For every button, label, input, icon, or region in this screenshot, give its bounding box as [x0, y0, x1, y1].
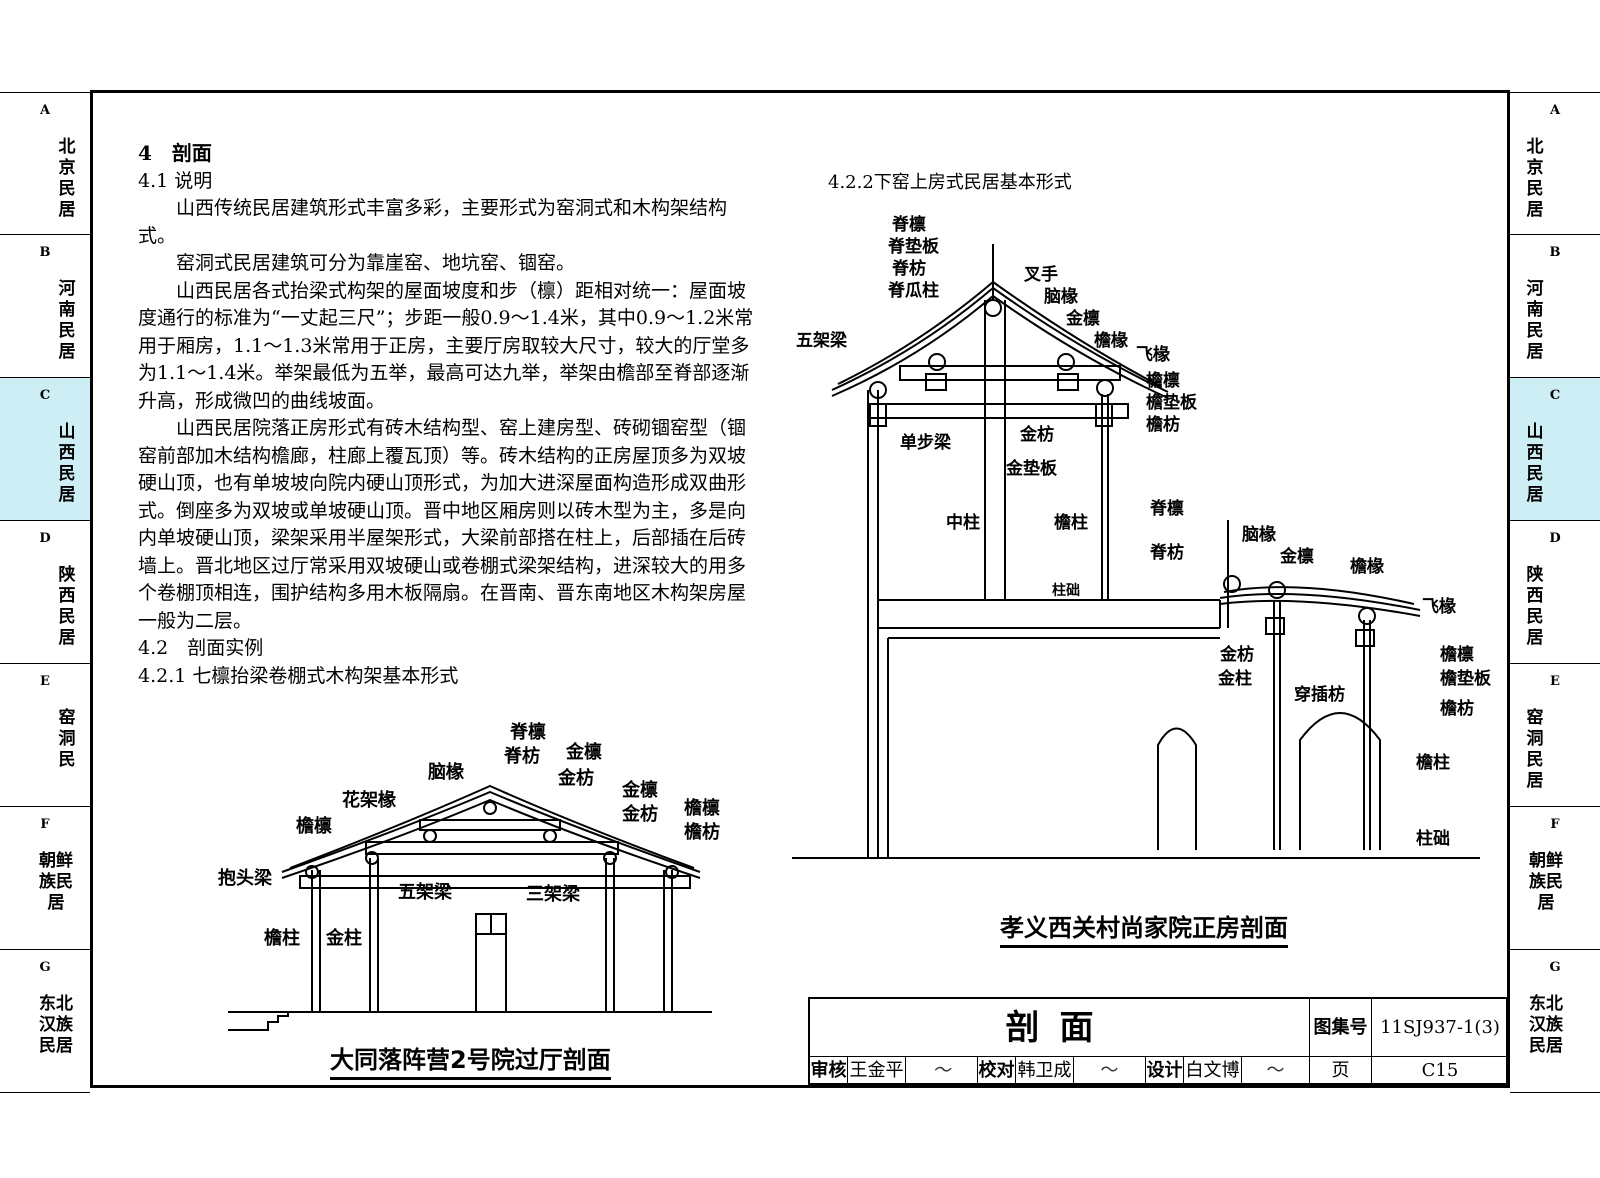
subsection-4-2-2: 4.2.2下窑上房式民居基本形式 — [828, 172, 1072, 193]
fig2-label: 五架梁 — [796, 331, 847, 351]
fig2-label: 金柱 — [1218, 669, 1252, 689]
designer-signature: 〜 — [1242, 1057, 1310, 1085]
fig2-label: 檐垫板 — [1146, 393, 1197, 413]
subsection-4-1: 4.1 说明 — [138, 169, 213, 192]
fig2-label: 脑椽 — [1242, 525, 1276, 545]
fig1-label: 檐檩 — [296, 816, 332, 837]
paragraph-4: 山西民居院落正房形式有砖木结构型、窑上建房型、砖砌锢窑型（锢窑前部加木结构檐廊，… — [138, 417, 747, 632]
fig2-label: 飞椽 — [1422, 597, 1456, 617]
fig1-label: 脊檩 — [510, 722, 546, 743]
page-label: 页 — [1310, 1057, 1372, 1085]
check-label: 校对 — [978, 1057, 1016, 1085]
fig2-label: 脊檩 — [892, 215, 926, 235]
fig1-label: 抱头梁 — [218, 868, 272, 889]
fig2-label: 金枋 — [1020, 425, 1054, 445]
title-block: 剖面 图集号 11SJ937-1(3) 审核 王金平 〜 校对 韩卫成 〜 设计… — [808, 997, 1508, 1085]
section-heading: 4 剖面 — [138, 141, 212, 165]
checker-signature: 〜 — [1074, 1057, 1146, 1085]
drawing-frame — [90, 90, 1510, 1088]
fig1-drawing — [228, 784, 712, 1031]
drawing-title: 剖面 — [810, 999, 1310, 1057]
atlas-number: 11SJ937-1(3) — [1372, 999, 1508, 1057]
reviewer-name: 王金平 — [848, 1057, 906, 1085]
fig2-label: 檐柱 — [1416, 753, 1450, 773]
reviewer-signature: 〜 — [906, 1057, 978, 1085]
fig1-label: 五架梁 — [398, 882, 452, 903]
fig2-label: 单步梁 — [900, 433, 951, 453]
fig2-label: 飞椽 — [1136, 345, 1170, 365]
fig2-label: 檐垫板 — [1440, 669, 1491, 689]
fig2-label: 脊檩 — [1150, 499, 1184, 519]
fig1-label: 花架椽 — [342, 790, 396, 811]
fig2-label: 柱础 — [1416, 829, 1450, 849]
atlas-label: 图集号 — [1310, 999, 1372, 1057]
fig2-label: 中柱 — [946, 513, 980, 533]
subsection-4-2-1: 4.2.1 七檩抬梁卷棚式木构架基本形式 — [138, 664, 459, 687]
fig2-label: 脊垫板 — [888, 237, 939, 257]
checker-name: 韩卫成 — [1016, 1057, 1074, 1085]
fig2-label: 叉手 — [1024, 265, 1058, 285]
fig2-label: 金垫板 — [1006, 459, 1057, 479]
fig2-label: 檐椽 — [1094, 331, 1128, 351]
fig2-label: 金檩 — [1066, 309, 1100, 329]
fig1-label: 金枋 — [558, 768, 594, 789]
fig2-label: 柱础 — [1052, 583, 1080, 599]
fig2-caption: 孝义西关村尚家院正房剖面 — [1000, 908, 1288, 948]
fig1-label: 金檩 — [566, 742, 602, 763]
page-number: C15 — [1421, 1060, 1459, 1081]
fig1-caption: 大同落阵营2号院过厅剖面 — [330, 1040, 611, 1080]
fig2-label: 脊瓜柱 — [888, 281, 939, 301]
fig1-label: 金檩 — [622, 780, 658, 801]
fig2-label: 檐檩 — [1440, 645, 1474, 665]
design-label: 设计 — [1146, 1057, 1184, 1085]
section-text: 4 剖面 4.1 说明 山西传统民居建筑形式丰富多彩，主要形式为窑洞式和木构架结… — [138, 140, 758, 690]
fig1-label: 檐枋 — [684, 822, 720, 843]
fig2-label: 脊枋 — [892, 259, 926, 279]
paragraph-2: 窑洞式民居建筑可分为靠崖窑、地坑窑、锢窑。 — [176, 252, 576, 274]
fig1-label: 三架梁 — [526, 884, 580, 905]
fig2-label: 脊枋 — [1150, 543, 1184, 563]
fig2-label: 金枋 — [1220, 645, 1254, 665]
fig2-label: 穿插枋 — [1294, 685, 1345, 705]
review-label: 审核 — [810, 1057, 848, 1085]
fig2-upper-drawing — [792, 244, 1480, 859]
designer-name: 白文博 — [1184, 1057, 1242, 1085]
fig2-label: 檐檩 — [1146, 371, 1180, 391]
fig2-label: 檐枋 — [1146, 415, 1180, 435]
fig1-label: 檐柱 — [264, 928, 300, 949]
fig1-label: 金枋 — [622, 804, 658, 825]
fig2-label: 檐椽 — [1350, 557, 1384, 577]
fig2-label: 脑椽 — [1044, 287, 1078, 307]
fig2-label: 檐柱 — [1054, 513, 1088, 533]
fig2-label: 檐枋 — [1440, 699, 1474, 719]
fig1-label: 脑椽 — [428, 762, 464, 783]
fig2-label: 金檩 — [1280, 547, 1314, 567]
paragraph-1: 山西传统民居建筑形式丰富多彩，主要形式为窑洞式和木构架结构式。 — [138, 197, 728, 247]
fig2-lower-drawing — [1157, 520, 1421, 850]
fig1-label: 金柱 — [326, 928, 362, 949]
subsection-4-2: 4.2 剖面实例 — [138, 637, 264, 659]
fig1-label: 檐檩 — [684, 798, 720, 819]
paragraph-3: 山西民居各式抬梁式构架的屋面坡度和步（檩）距相对统一：屋面坡度通行的标准为“一丈… — [138, 279, 754, 412]
fig1-label: 脊枋 — [504, 746, 540, 767]
